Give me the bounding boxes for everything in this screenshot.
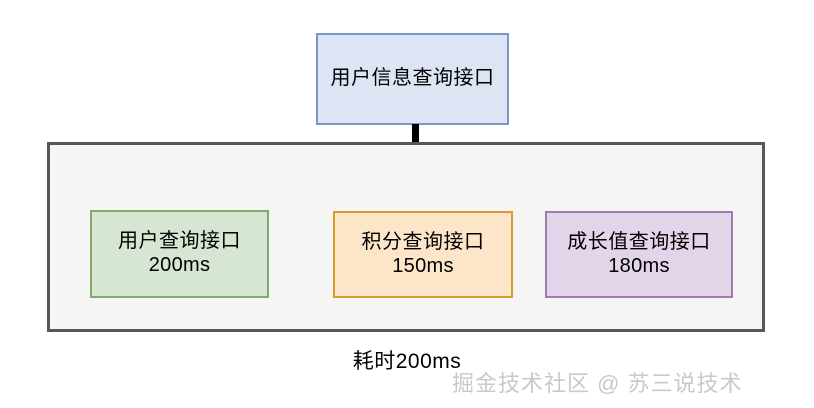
node-latency: 200ms [148,254,211,276]
node-growth-value-query-interface[interactable]: 成长值查询接口 180ms [545,211,733,298]
node-points-query-interface[interactable]: 积分查询接口 150ms [333,211,513,298]
node-user-query-interface[interactable]: 用户查询接口 200ms [90,210,269,298]
total-elapsed-time-label: 耗时200ms [352,350,462,373]
node-label: 积分查询接口 [361,230,485,253]
node-latency: 150ms [392,254,454,277]
node-latency: 180ms [608,254,670,277]
node-label: 用户查询接口 [118,230,241,253]
node-user-info-query-interface[interactable]: 用户信息查询接口 [316,33,509,125]
node-label: 用户信息查询接口 [330,67,495,90]
node-label: 成长值查询接口 [567,230,711,253]
watermark-text: 掘金技术社区 @ 苏三说技术 [452,371,743,396]
